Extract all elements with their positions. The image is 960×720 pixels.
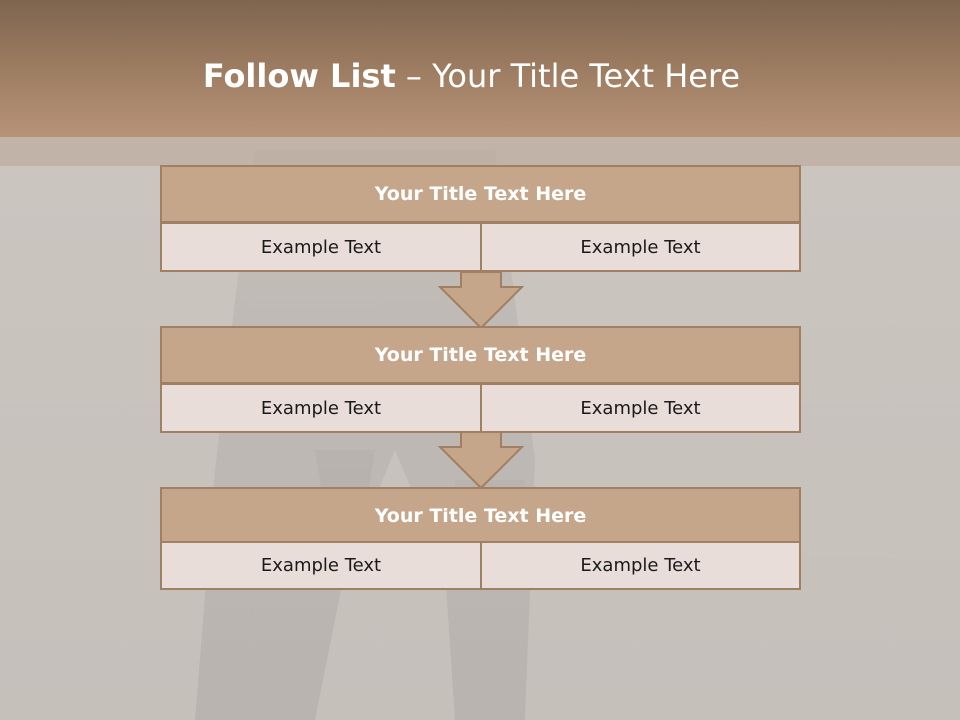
header-band (0, 0, 960, 137)
slide-title: Follow List – Your Title Text Here (0, 52, 943, 100)
block-title: Your Title Text Here (160, 326, 801, 384)
down-arrow-icon (438, 431, 524, 489)
block-cell-right: Example Text (480, 383, 801, 433)
title-rest: – Your Title Text Here (395, 57, 741, 95)
block-cell-left: Example Text (160, 541, 482, 590)
down-arrow-icon (438, 271, 524, 329)
title-bold: Follow List (202, 57, 396, 95)
block-cell-left: Example Text (160, 222, 482, 272)
block-title: Your Title Text Here (160, 165, 801, 223)
block-title: Your Title Text Here (160, 487, 801, 545)
header-strip (0, 137, 960, 166)
block-cell-left: Example Text (160, 383, 482, 433)
block-cell-right: Example Text (480, 541, 801, 590)
block-cell-right: Example Text (480, 222, 801, 272)
